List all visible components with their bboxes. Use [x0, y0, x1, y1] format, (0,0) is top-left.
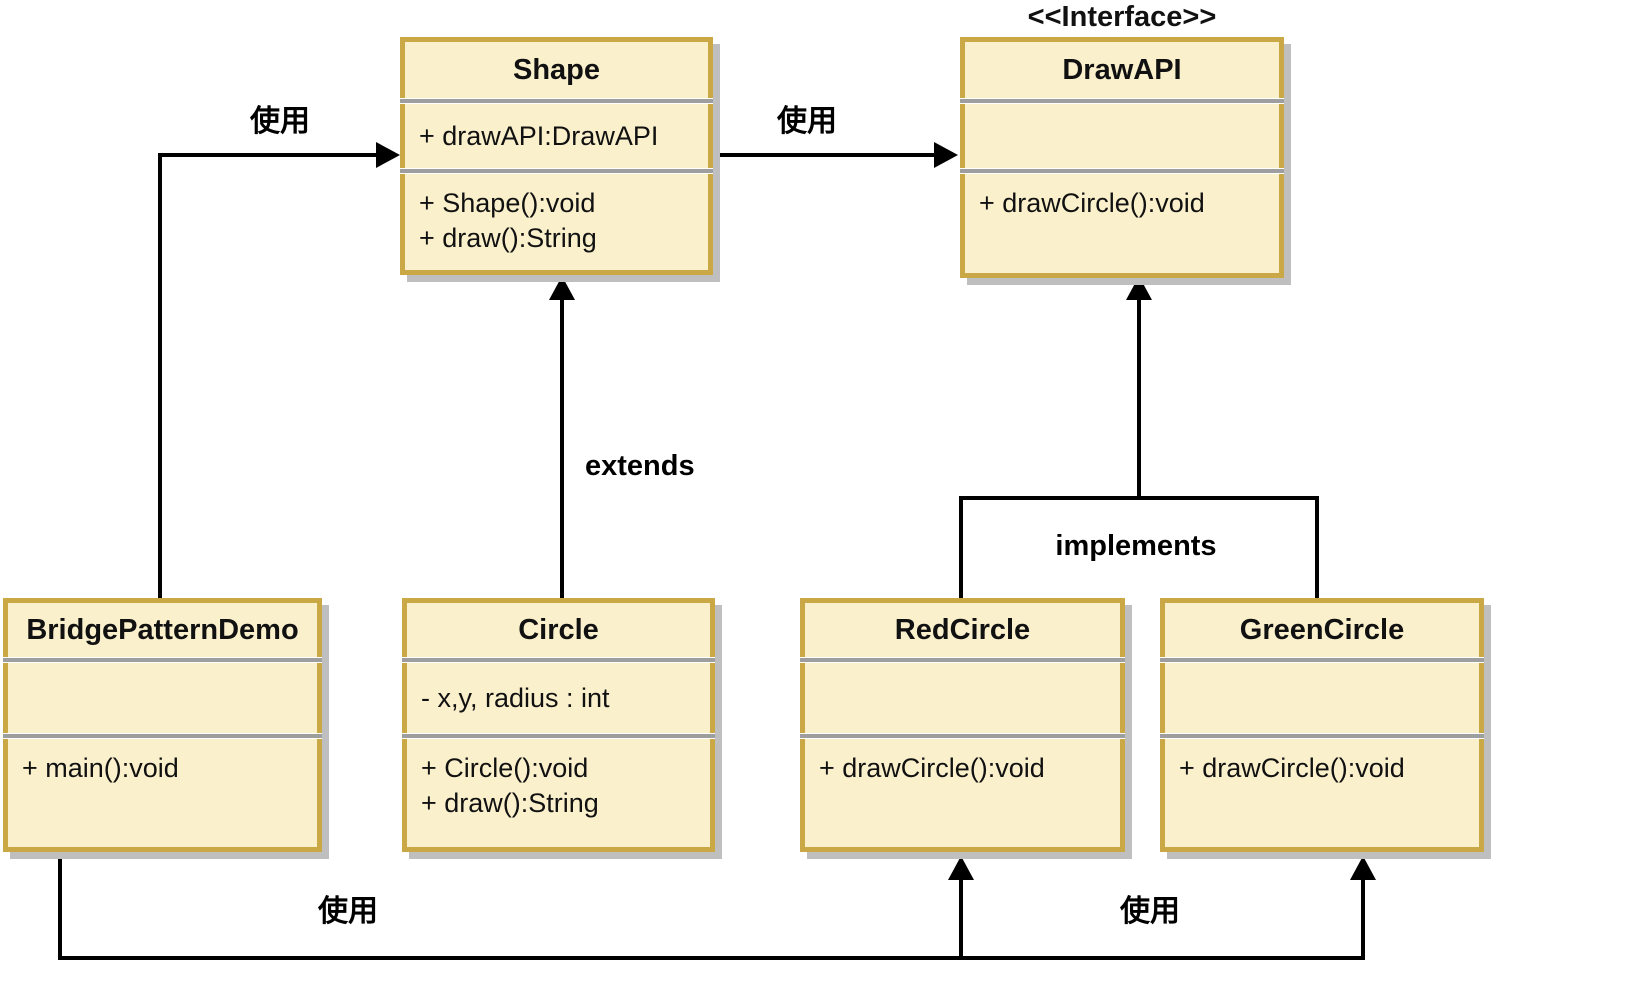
attribute-line: + drawAPI:DrawAPI: [419, 120, 659, 151]
class-methods-bridgepatterndemo: + main():void: [8, 739, 317, 847]
edge-label-demo-to-greencircle: 使用: [1120, 895, 1180, 928]
arrowhead-extends-icon: [549, 276, 575, 300]
edge-implements-left-vertical: [959, 496, 963, 598]
class-attributes-shape: + drawAPI:DrawAPI: [405, 104, 708, 168]
edge-label-shape-to-drawapi: 使用: [777, 105, 837, 138]
class-methods-circle: + Circle():void + draw():String: [407, 739, 710, 847]
class-title-shape: Shape: [405, 42, 708, 98]
class-box-drawapi: DrawAPI + drawCircle():void: [960, 37, 1284, 278]
section-divider: [800, 733, 1125, 739]
arrowhead-into-redcircle-icon: [948, 856, 974, 880]
arrowhead-implements-icon: [1126, 276, 1152, 300]
class-title-drawapi: DrawAPI: [965, 42, 1279, 98]
arrowhead-into-greencircle-icon: [1350, 856, 1376, 880]
section-divider: [960, 168, 1284, 174]
class-attributes-redcircle: [805, 663, 1120, 733]
edge-demo-bottom-horizontal: [58, 956, 1365, 960]
section-divider: [1160, 733, 1484, 739]
method-line: + Shape():void: [419, 188, 596, 218]
section-divider: [3, 657, 322, 663]
edge-branch-to-greencircle-vertical: [1361, 878, 1365, 960]
section-divider: [1160, 657, 1484, 663]
edge-circle-to-shape-vertical: [560, 296, 564, 598]
method-line: + draw():String: [421, 787, 599, 818]
method-line: + main():void: [22, 753, 179, 783]
section-divider: [400, 168, 713, 174]
edge-demo-bottom-vertical: [58, 852, 62, 960]
class-box-greencircle: GreenCircle + drawCircle():void: [1160, 598, 1484, 852]
class-box-shape: Shape + drawAPI:DrawAPI + Shape():void +…: [400, 37, 713, 275]
attribute-line: - x,y, radius : int: [421, 682, 610, 713]
edge-demo-to-shape-vertical: [158, 155, 162, 600]
class-methods-drawapi: + drawCircle():void: [965, 174, 1279, 273]
edge-implements-right-vertical: [1315, 496, 1319, 598]
edge-demo-to-shape-horizontal: [158, 153, 380, 157]
edge-label-demo-to-shape: 使用: [250, 105, 310, 138]
class-methods-shape: + Shape():void + draw():String: [405, 174, 708, 270]
class-box-circle: Circle - x,y, radius : int + Circle():vo…: [402, 598, 715, 852]
method-line: + draw():String: [419, 222, 597, 253]
edge-label-extends: extends: [585, 450, 695, 482]
class-methods-redcircle: + drawCircle():void: [805, 739, 1120, 847]
class-attributes-drawapi: [965, 104, 1279, 168]
method-line: + drawCircle():void: [1179, 753, 1405, 783]
edge-label-demo-to-redcircle: 使用: [318, 895, 378, 928]
class-attributes-circle: - x,y, radius : int: [407, 663, 710, 733]
method-line: + Circle():void: [421, 753, 589, 783]
arrowhead-into-drawapi-icon: [934, 142, 958, 168]
class-title-circle: Circle: [407, 603, 710, 657]
section-divider: [400, 98, 713, 104]
class-methods-greencircle: + drawCircle():void: [1165, 739, 1479, 847]
section-divider: [3, 733, 322, 739]
class-box-bridgepatterndemo: BridgePatternDemo + main():void: [3, 598, 322, 852]
class-box-redcircle: RedCircle + drawCircle():void: [800, 598, 1125, 852]
class-attributes-greencircle: [1165, 663, 1479, 733]
edge-branch-to-redcircle-vertical: [959, 878, 963, 960]
arrowhead-into-shape-icon: [376, 142, 400, 168]
class-title-redcircle: RedCircle: [805, 603, 1120, 657]
interface-stereotype-label: <<Interface>>: [1027, 1, 1217, 33]
section-divider: [402, 733, 715, 739]
edge-implements-arrow-vertical: [1137, 296, 1141, 500]
section-divider: [402, 657, 715, 663]
edge-label-implements: implements: [1055, 530, 1217, 562]
class-attributes-bridgepatterndemo: [8, 663, 317, 733]
edge-implements-bracket-horizontal: [959, 496, 1319, 500]
method-line: + drawCircle():void: [819, 753, 1045, 783]
method-line: + drawCircle():void: [979, 188, 1205, 218]
section-divider: [800, 657, 1125, 663]
class-title-bridgepatterndemo: BridgePatternDemo: [8, 603, 317, 657]
edge-shape-to-drawapi-horizontal: [713, 153, 936, 157]
section-divider: [960, 98, 1284, 104]
class-title-greencircle: GreenCircle: [1165, 603, 1479, 657]
